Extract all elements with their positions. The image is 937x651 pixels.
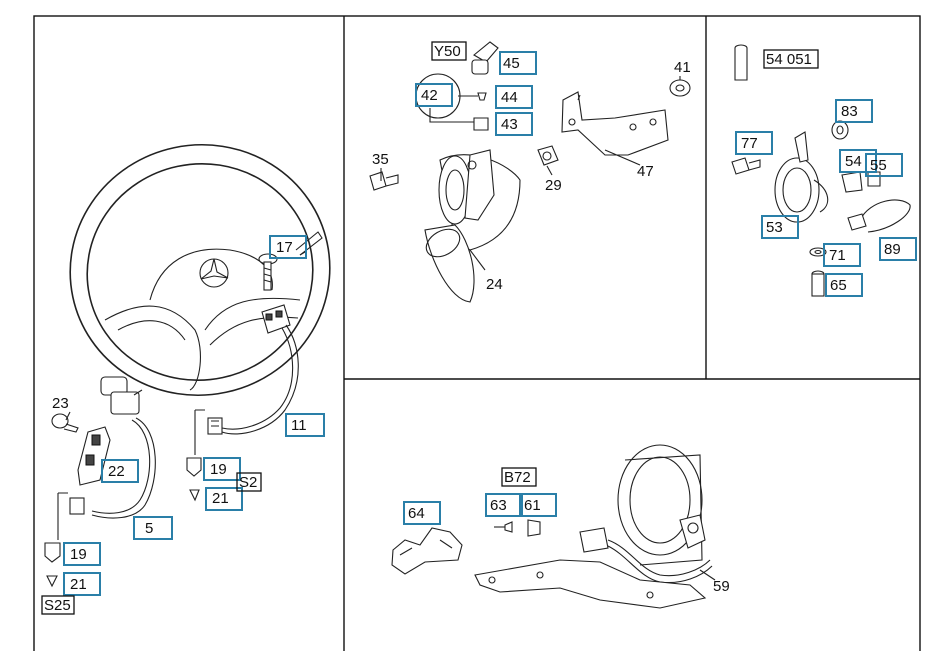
switch-22 bbox=[77, 426, 111, 486]
callout-43-text: 43 bbox=[501, 116, 518, 133]
label-23: 23 bbox=[52, 395, 69, 412]
code-s25-text: S25 bbox=[44, 597, 71, 614]
callout-64: 64 bbox=[403, 501, 441, 525]
callout-89: 89 bbox=[879, 237, 917, 261]
solenoid-valve-y50 bbox=[415, 41, 499, 131]
callout-63-text: 63 bbox=[490, 497, 507, 514]
nut-29 bbox=[537, 145, 559, 166]
terminal-19-s25 bbox=[44, 542, 61, 588]
callout-55: 55 bbox=[865, 153, 903, 177]
screw-77 bbox=[731, 157, 761, 175]
callout-22: 22 bbox=[101, 459, 139, 483]
connector-s25 bbox=[57, 492, 85, 540]
washer-71 bbox=[809, 247, 827, 257]
bracket-47 bbox=[561, 91, 669, 156]
label-41: 41 bbox=[674, 59, 691, 76]
callout-65: 65 bbox=[825, 273, 863, 297]
code-s25: S25 bbox=[41, 595, 75, 615]
callout-19-s25: 19 bbox=[63, 542, 101, 566]
callout-64-text: 64 bbox=[408, 505, 425, 522]
panel-frames bbox=[33, 15, 921, 651]
callout-54-text: 54 bbox=[845, 153, 862, 170]
code-54051-text: 54 051 bbox=[766, 51, 812, 68]
callout-65-text: 65 bbox=[830, 277, 847, 294]
code-b72-text: B72 bbox=[504, 469, 531, 486]
callout-45-text: 45 bbox=[503, 55, 520, 72]
connector-s2 bbox=[194, 409, 223, 455]
callout-21-s25-text: 21 bbox=[70, 576, 87, 593]
callout-43: 43 bbox=[495, 112, 533, 136]
callout-77: 77 bbox=[735, 131, 773, 155]
label-47: 47 bbox=[637, 163, 654, 180]
code-54051: 54 051 bbox=[763, 49, 819, 69]
callout-21-s2: 21 bbox=[205, 487, 243, 511]
callout-42-text: 42 bbox=[421, 87, 438, 104]
sensor-b72 bbox=[579, 444, 713, 584]
callout-19-s25-text: 19 bbox=[70, 546, 87, 563]
callout-61: 61 bbox=[519, 493, 557, 517]
callout-21-s2-text: 21 bbox=[212, 490, 229, 507]
code-s2-text: S2 bbox=[239, 474, 257, 491]
cable-tie-89 bbox=[847, 199, 911, 233]
terminal-19-s2 bbox=[186, 457, 202, 502]
label-29: 29 bbox=[545, 177, 562, 194]
callout-5-text: 5 bbox=[145, 520, 153, 537]
callout-63: 63 bbox=[485, 493, 523, 517]
label-24: 24 bbox=[486, 276, 503, 293]
callout-44: 44 bbox=[495, 85, 533, 109]
screw-23 bbox=[51, 413, 79, 433]
leader-lines bbox=[65, 76, 716, 581]
callout-89-text: 89 bbox=[884, 241, 901, 258]
bracket-59 bbox=[474, 559, 707, 609]
code-b72: B72 bbox=[501, 467, 537, 487]
callout-17: 17 bbox=[269, 235, 307, 259]
callout-42: 42 bbox=[415, 83, 453, 107]
code-y50-text: Y50 bbox=[434, 43, 461, 60]
horn-pad-switch bbox=[91, 376, 156, 519]
callout-83: 83 bbox=[835, 99, 873, 123]
callout-19-s2: 19 bbox=[203, 457, 241, 481]
callout-21-s25: 21 bbox=[63, 572, 101, 596]
horn-53 bbox=[774, 131, 829, 223]
terminal-63-61 bbox=[494, 519, 541, 537]
callout-19-s2-text: 19 bbox=[210, 461, 227, 478]
nut-41 bbox=[669, 79, 691, 97]
callout-55-text: 55 bbox=[870, 157, 887, 174]
label-35: 35 bbox=[372, 151, 389, 168]
callout-17-text: 17 bbox=[276, 239, 293, 256]
label-59: 59 bbox=[713, 578, 730, 595]
callout-71-text: 71 bbox=[829, 247, 846, 264]
callout-77-text: 77 bbox=[741, 135, 758, 152]
nut-83 bbox=[831, 120, 849, 140]
code-s2: S2 bbox=[236, 472, 262, 492]
steering-wheel bbox=[69, 143, 331, 397]
callout-54: 54 bbox=[839, 149, 877, 173]
contact-plate bbox=[221, 304, 299, 435]
screw-35 bbox=[369, 171, 399, 191]
holder-64 bbox=[391, 527, 463, 575]
bolt-65 bbox=[811, 270, 825, 297]
callout-5: 5 bbox=[133, 516, 173, 540]
pin-54051 bbox=[734, 44, 748, 81]
callout-53-text: 53 bbox=[766, 219, 783, 236]
horn-24 bbox=[424, 149, 521, 303]
callout-22-text: 22 bbox=[108, 463, 125, 480]
screw-17 bbox=[258, 253, 278, 291]
code-y50: Y50 bbox=[431, 41, 467, 61]
callout-44-text: 44 bbox=[501, 89, 518, 106]
callout-83-text: 83 bbox=[841, 103, 858, 120]
callout-11-text: 11 bbox=[291, 417, 307, 434]
callout-53: 53 bbox=[761, 215, 799, 239]
callout-71: 71 bbox=[823, 243, 861, 267]
callout-11: 11 bbox=[285, 413, 325, 437]
callout-45: 45 bbox=[499, 51, 537, 75]
callout-61-text: 61 bbox=[524, 497, 541, 514]
